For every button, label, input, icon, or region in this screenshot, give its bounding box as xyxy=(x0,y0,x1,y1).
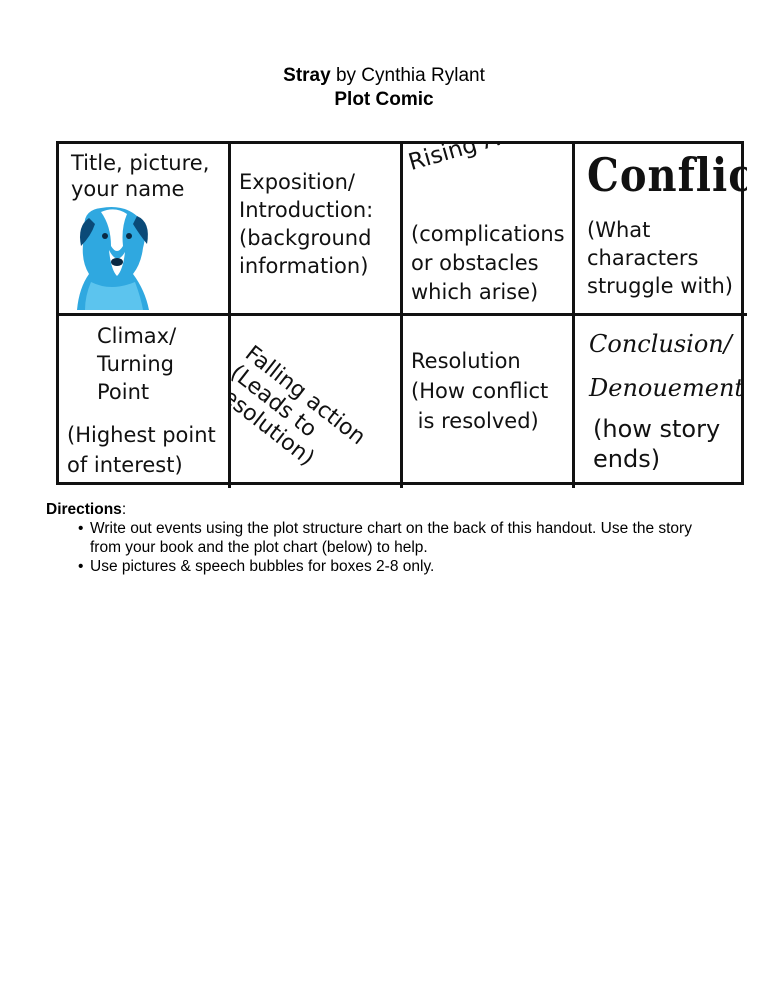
list-item: • Use pictures & speech bubbles for boxe… xyxy=(78,558,435,575)
directions-list: • Write out events using the plot struct… xyxy=(46,519,726,576)
box-conflict: Conflict (What characters struggle with) xyxy=(575,144,747,316)
box-climax-text: (Highest point of interest) xyxy=(67,423,216,477)
box-exposition-text: Exposition/ Introduction: (background in… xyxy=(239,170,374,278)
box-rising-action-text: (complications or obstacles which arise) xyxy=(411,222,565,304)
title-line: Stray by Cynthia Rylant xyxy=(0,64,768,88)
dog-photo xyxy=(71,202,155,310)
page-header: Stray by Cynthia Rylant Plot Comic xyxy=(0,64,768,112)
box-resolution-text: Resolution (How conflict is resolved) xyxy=(411,349,549,433)
bullet-icon: • xyxy=(78,520,84,537)
box-conclusion: Conclusion/ Denouement (how story ends) xyxy=(575,316,747,488)
box-exposition: Exposition/ Introduction: (background in… xyxy=(231,144,403,316)
plot-comic-grid: Title, picture, your name Exposition/ In… xyxy=(56,141,747,488)
rising-action-title: Rising Action xyxy=(406,144,557,177)
conflict-title: Conflict xyxy=(587,148,747,203)
directions-section: Directions: • Write out events using the… xyxy=(46,500,726,576)
conclusion-title: Conclusion/ Denouement xyxy=(589,330,745,402)
bullet-icon: • xyxy=(78,558,84,575)
box-rising-action: Rising Action (complications or obstacle… xyxy=(403,144,575,316)
box-title-picture-text: Title, picture, your name xyxy=(71,151,210,201)
story-author: by Cynthia Rylant xyxy=(330,65,485,86)
box-conflict-text: (What characters struggle with) xyxy=(587,218,733,298)
box-resolution: Resolution (How conflict is resolved) xyxy=(403,316,575,488)
page-subtitle: Plot Comic xyxy=(334,89,434,110)
directions-label: Directions xyxy=(46,501,122,518)
box-climax-title: Climax/ Turning Point xyxy=(97,324,177,404)
list-item: • Write out events using the plot struct… xyxy=(78,520,692,556)
box-conclusion-text: (how story ends) xyxy=(593,415,721,473)
box-falling-action: Falling action (Leads to resolution) xyxy=(231,316,403,488)
directions-heading: Directions: xyxy=(46,501,127,518)
box-falling-action-text: Falling action (Leads to resolution) xyxy=(231,341,370,472)
box-climax: Climax/ Turning Point (Highest point of … xyxy=(59,316,231,488)
box-title-picture: Title, picture, your name xyxy=(59,144,231,316)
story-title: Stray xyxy=(283,65,331,86)
